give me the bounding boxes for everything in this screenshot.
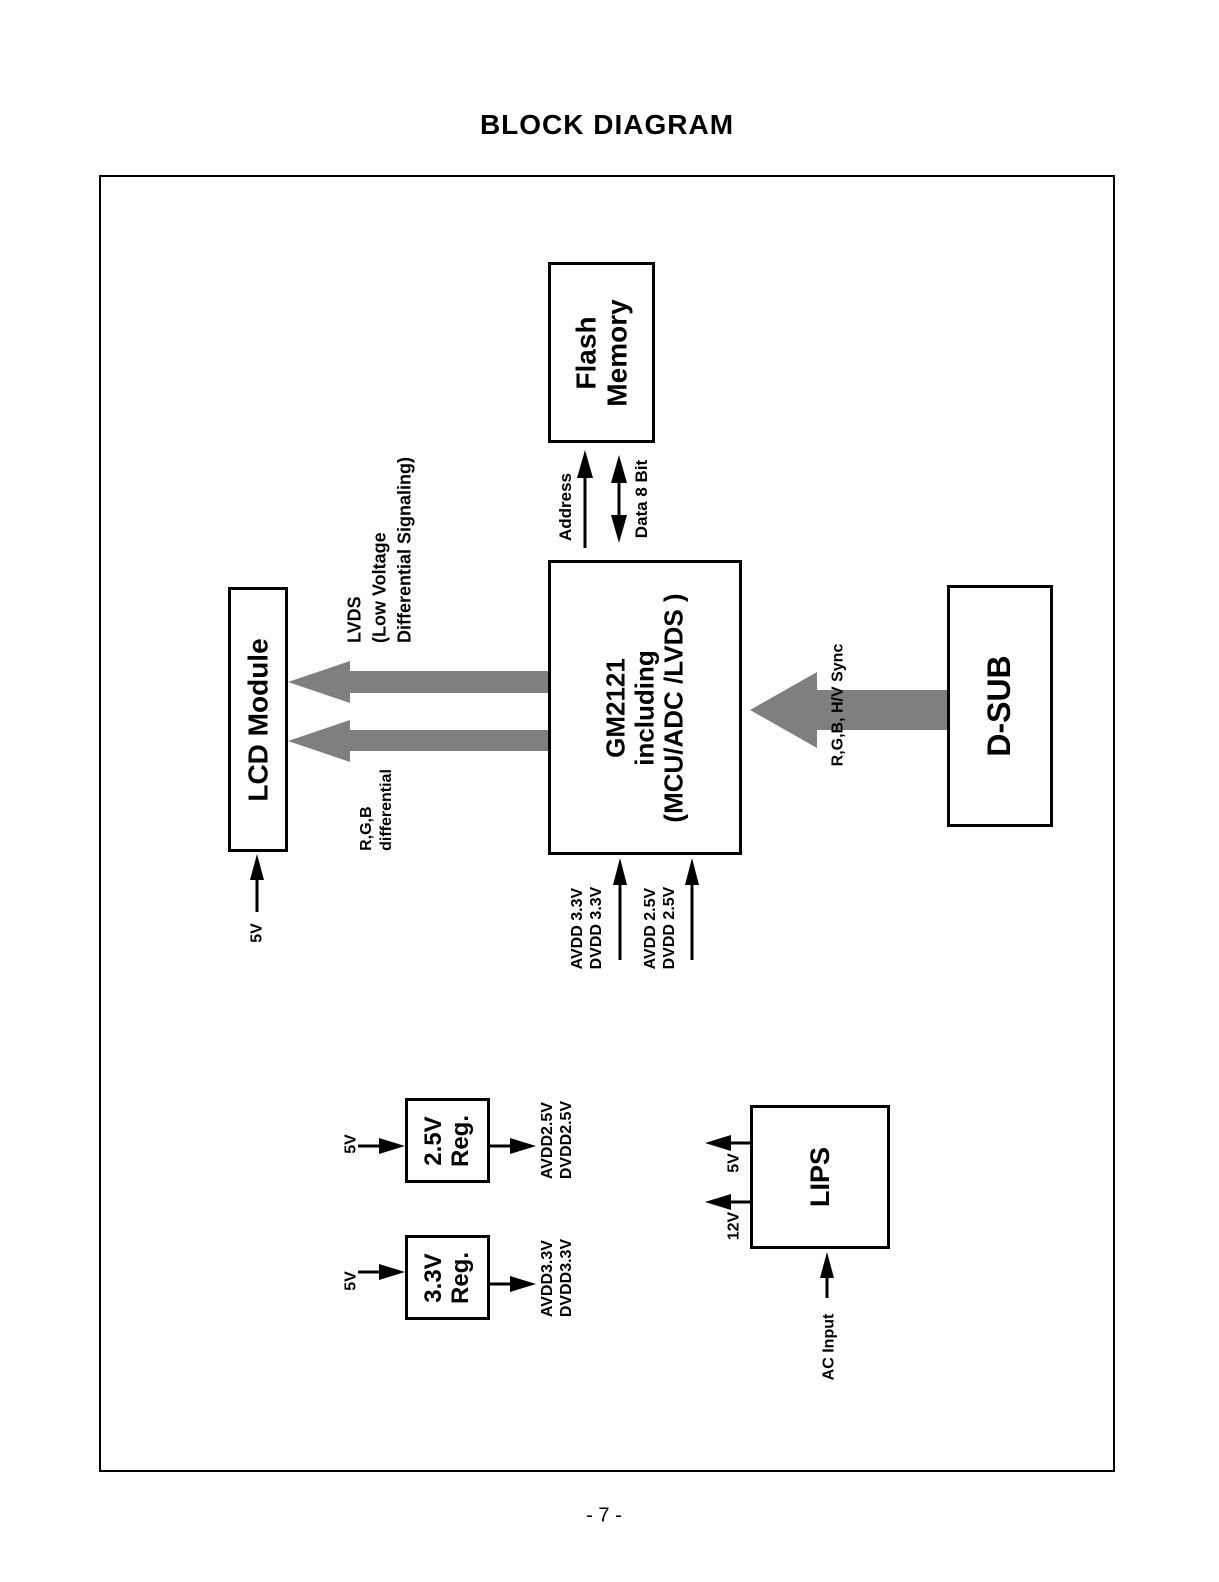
reg25-input-arrow-head [379, 1138, 405, 1154]
lcd-module-box: LCD Module [228, 587, 288, 852]
reg33-input-arrow-head [379, 1264, 405, 1280]
flash-memory-label-line2: Memory [601, 298, 633, 407]
rgb-differential-gray-arrow [288, 720, 548, 762]
lvds-gray-arrow [288, 661, 548, 703]
reg-3-3v-label-line1: 3.3V [419, 1252, 447, 1303]
data-8bit-arrow-head-down [611, 515, 627, 543]
lips-5v-arrow-head [705, 1135, 731, 1151]
rgb-differential-label-line2: differential [378, 769, 395, 851]
flash-memory-label-line1: Flash [570, 315, 602, 390]
gm2121-label-line3: (MCU/ADC /LVDS ) [658, 592, 689, 823]
diagram-border [99, 175, 1115, 1472]
reg25-output-arrow-head [510, 1138, 536, 1154]
reg33-output-arrow-head [510, 1276, 536, 1292]
lvds-label-line3: Differential Signaling) [394, 456, 415, 644]
data-8bit-label: Data 8 Bit [632, 459, 651, 539]
gm2121-label-line1: GM2121 [600, 657, 631, 758]
reg33-output-label-line1: AVDD3.3V [539, 1240, 556, 1318]
avdd33-arrow-head [613, 858, 627, 885]
address-label: Address [556, 472, 575, 542]
lcd-5v-arrow-head [250, 854, 264, 880]
reg-2-5v-label-line2: Reg. [446, 1114, 474, 1167]
avdd-3-3-label-line2: DVDD 3.3V [588, 886, 605, 970]
reg25-output-label-line1: AVDD2.5V [539, 1102, 556, 1180]
lips-12v-arrow-head [705, 1194, 731, 1210]
rgb-differential-label-line1: R,G,B [358, 806, 375, 851]
ac-input-arrow-head [820, 1252, 834, 1278]
reg25-output-label: AVDD2.5V DVDD2.5V [538, 1101, 576, 1179]
lips-12v-label: 12V [725, 1211, 743, 1241]
page-title: BLOCK DIAGRAM [479, 109, 735, 140]
avdd25-arrow-head [685, 858, 699, 885]
gm2121-box: GM2121 including (MCU/ADC /LVDS ) [548, 560, 742, 855]
lvds-label-line1: LVDS [344, 596, 365, 644]
lvds-label: LVDS (Low Voltage Differential Signaling… [343, 457, 418, 643]
reg-3-3v-box: 3.3V Reg. [405, 1235, 490, 1320]
lcd-5v-label: 5V [248, 923, 266, 943]
flash-memory-box: Flash Memory [548, 262, 655, 443]
avdd-2-5-label-line2: DVDD 2.5V [661, 886, 678, 970]
reg-2-5v-label-line1: 2.5V [419, 1115, 447, 1166]
lips-box: LIPS [750, 1105, 890, 1249]
reg-3-3v-label: 3.3V Reg. [419, 1251, 475, 1304]
reg-2-5v-label: 2.5V Reg. [419, 1114, 475, 1167]
reg-2-5v-box: 2.5V Reg. [405, 1098, 490, 1183]
reg33-output-label: AVDD3.3V DVDD3.3V [538, 1239, 576, 1317]
page-number: - 7 - [586, 1504, 622, 1527]
reg33-output-label-line2: DVDD3.3V [558, 1238, 575, 1318]
lips-label: LIPS [804, 1146, 835, 1208]
gm2121-label-line2: including [629, 649, 660, 766]
lcd-module-label: LCD Module [242, 637, 274, 802]
avdd-3-3-label: AVDD 3.3V DVDD 3.3V [568, 887, 606, 970]
lvds-label-line2: (Low Voltage [369, 532, 390, 644]
rgb-differential-label: R,G,B differential [357, 769, 397, 851]
address-arrow-head [577, 450, 593, 478]
avdd-2-5-label: AVDD 2.5V DVDD 2.5V [641, 887, 679, 970]
dsub-gray-arrow [750, 672, 947, 748]
data-8bit-arrow-head-up [611, 455, 627, 483]
lips-5v-label: 5V [725, 1153, 743, 1173]
d-sub-box: D-SUB [947, 585, 1053, 827]
gm2121-label: GM2121 including (MCU/ADC /LVDS ) [600, 592, 689, 823]
flash-memory-label: Flash Memory [570, 299, 633, 406]
rgb-hv-sync-label: R,G,B, H/V Sync [829, 643, 847, 767]
reg25-output-label-line2: DVDD2.5V [558, 1100, 575, 1180]
reg-3-3v-label-line2: Reg. [446, 1251, 474, 1304]
reg33-input-label: 5V [342, 1271, 360, 1291]
reg25-input-label: 5V [342, 1134, 360, 1154]
avdd-2-5-label-line1: AVDD 2.5V [642, 887, 659, 970]
d-sub-label: D-SUB [981, 655, 1018, 757]
ac-input-label: AC Input [820, 1313, 838, 1381]
avdd-3-3-label-line1: AVDD 3.3V [569, 887, 586, 970]
